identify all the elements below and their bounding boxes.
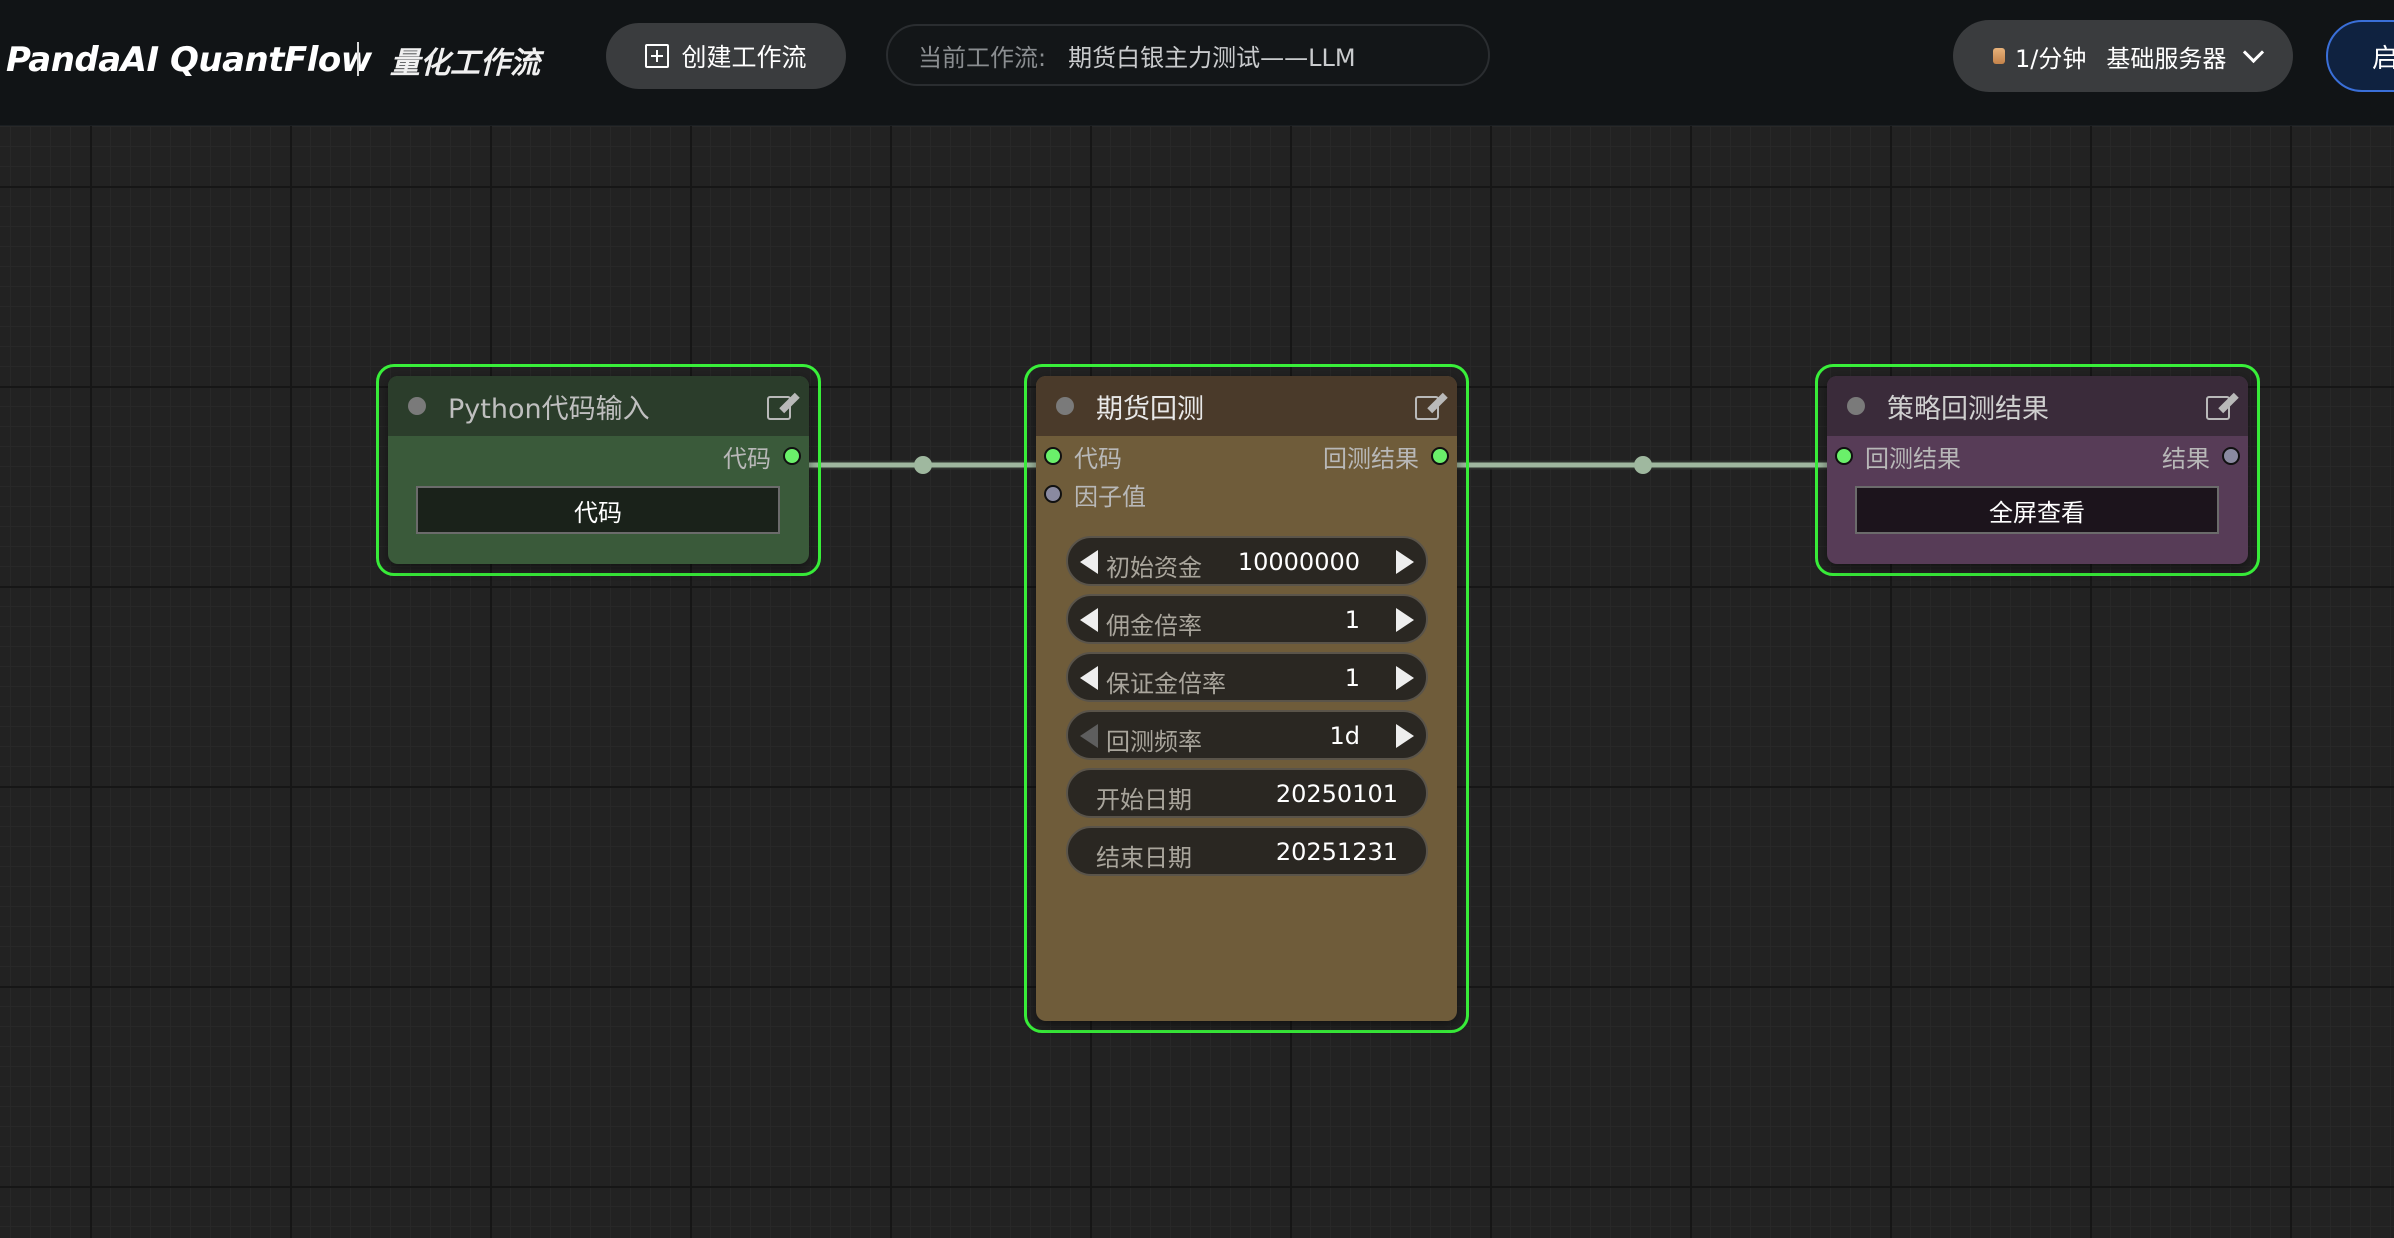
arrow-left-icon[interactable] [1080,550,1098,574]
result-node-selection: 策略回测结果 回测结果 结果 全屏查看 [1815,364,2260,576]
brand-divider [357,42,359,76]
edit-icon[interactable] [1415,396,1439,420]
coin-icon [1993,48,2005,64]
output-slot[interactable] [2222,447,2240,465]
server-name: 基础服务器 [2106,44,2227,73]
link-midpoint[interactable] [914,456,932,474]
link-midpoint[interactable] [1634,456,1652,474]
current-workflow-label: 当前工作流: [918,43,1047,72]
collapse-dot[interactable] [1056,397,1074,415]
fullscreen-view-button[interactable]: 全屏查看 [1855,486,2219,534]
param-value: 20250101 [1275,780,1398,808]
input-slot-result[interactable] [1835,447,1853,465]
param-initial-capital[interactable]: 初始资金 10000000 [1066,536,1428,586]
output-slot-label: 结果 [2162,445,2210,473]
arrow-right-icon[interactable] [1396,666,1414,690]
slot-row-code: 代码 回测结果 [1036,436,1457,474]
strategy-result-node[interactable]: 策略回测结果 回测结果 结果 全屏查看 [1827,376,2248,564]
param-label: 开始日期 [1096,786,1192,814]
param-value: 10000000 [1237,548,1360,576]
param-value: 1 [1344,606,1360,634]
backtest-node-selection: 期货回测 代码 回测结果 因子值 初始资金 10000000 佣 [1024,364,1469,1033]
current-workflow-field[interactable]: 当前工作流: 期货白银主力测试——LLM [886,24,1490,86]
node-title-bar[interactable]: Python代码输入 [388,376,809,436]
slot-row-factor: 因子值 [1036,474,1457,512]
app-subtitle: 量化工作流 [390,46,540,81]
collapse-dot[interactable] [1847,397,1865,415]
param-backtest-frequency[interactable]: 回测频率 1d [1066,710,1428,760]
create-workflow-button[interactable]: 创建工作流 [606,23,846,89]
param-label: 回测频率 [1106,728,1202,756]
code-button[interactable]: 代码 [416,486,780,534]
plus-square-icon [645,44,670,68]
param-label: 结束日期 [1096,844,1192,872]
futures-backtest-node[interactable]: 期货回测 代码 回测结果 因子值 初始资金 10000000 佣 [1036,376,1457,1021]
param-margin-multiplier[interactable]: 保证金倍率 1 [1066,652,1428,702]
chevron-down-icon [2243,41,2265,63]
arrow-left-icon[interactable] [1080,724,1098,748]
param-label: 保证金倍率 [1106,670,1226,698]
input-slot-label: 代码 [1074,445,1122,473]
node-title-bar[interactable]: 策略回测结果 [1827,376,2248,436]
python-code-node[interactable]: Python代码输入 代码 代码 [388,376,809,564]
create-workflow-label: 创建工作流 [681,43,807,72]
current-workflow-value: 期货白银主力测试——LLM [1068,43,1356,72]
output-slot-row: 代码 [388,436,809,474]
param-value: 1d [1329,722,1360,750]
arrow-right-icon[interactable] [1396,724,1414,748]
arrow-left-icon[interactable] [1080,666,1098,690]
param-end-date[interactable]: 结束日期 20251231 [1066,826,1428,876]
node-links [790,456,1848,474]
arrow-right-icon[interactable] [1396,608,1414,632]
server-rate: 1/分钟 [2015,44,2087,73]
slot-row-result: 回测结果 结果 [1827,436,2248,474]
param-value: 1 [1344,664,1360,692]
app-logo-text: PandaAI QuantFlow [6,40,372,80]
start-button[interactable]: 启 [2326,20,2394,92]
workflow-canvas[interactable]: Python代码输入 代码 代码 期货回测 代码 回测结果 [0,126,2394,1238]
input-slot-factor[interactable] [1044,485,1062,503]
node-title: 期货回测 [1096,393,1204,425]
node-title: 策略回测结果 [1887,393,2049,425]
param-value: 20251231 [1275,838,1398,866]
param-label: 初始资金 [1106,554,1202,582]
output-slot[interactable] [1431,447,1449,465]
param-commission-multiplier[interactable]: 佣金倍率 1 [1066,594,1428,644]
input-slot-label: 回测结果 [1865,445,1961,473]
node-title: Python代码输入 [448,393,650,425]
edit-icon[interactable] [2206,396,2230,420]
output-slot-label: 代码 [723,445,771,473]
output-slot[interactable] [783,447,801,465]
code-button-label: 代码 [574,498,622,527]
param-label: 佣金倍率 [1106,612,1202,640]
output-slot-label: 回测结果 [1323,445,1419,473]
top-bar: PandaAI QuantFlow 量化工作流 创建工作流 当前工作流: 期货白… [0,0,2394,126]
start-button-label: 启 [2372,38,2394,75]
arrow-left-icon[interactable] [1080,608,1098,632]
fullscreen-view-label: 全屏查看 [1989,498,2085,527]
input-slot-code[interactable] [1044,447,1062,465]
node-title-bar[interactable]: 期货回测 [1036,376,1457,436]
collapse-dot[interactable] [408,397,426,415]
input-slot-label: 因子值 [1074,483,1146,511]
edit-icon[interactable] [767,396,791,420]
param-start-date[interactable]: 开始日期 20250101 [1066,768,1428,818]
python-node-selection: Python代码输入 代码 代码 [376,364,821,576]
arrow-right-icon[interactable] [1396,550,1414,574]
server-select[interactable]: 1/分钟 基础服务器 [1953,20,2293,92]
